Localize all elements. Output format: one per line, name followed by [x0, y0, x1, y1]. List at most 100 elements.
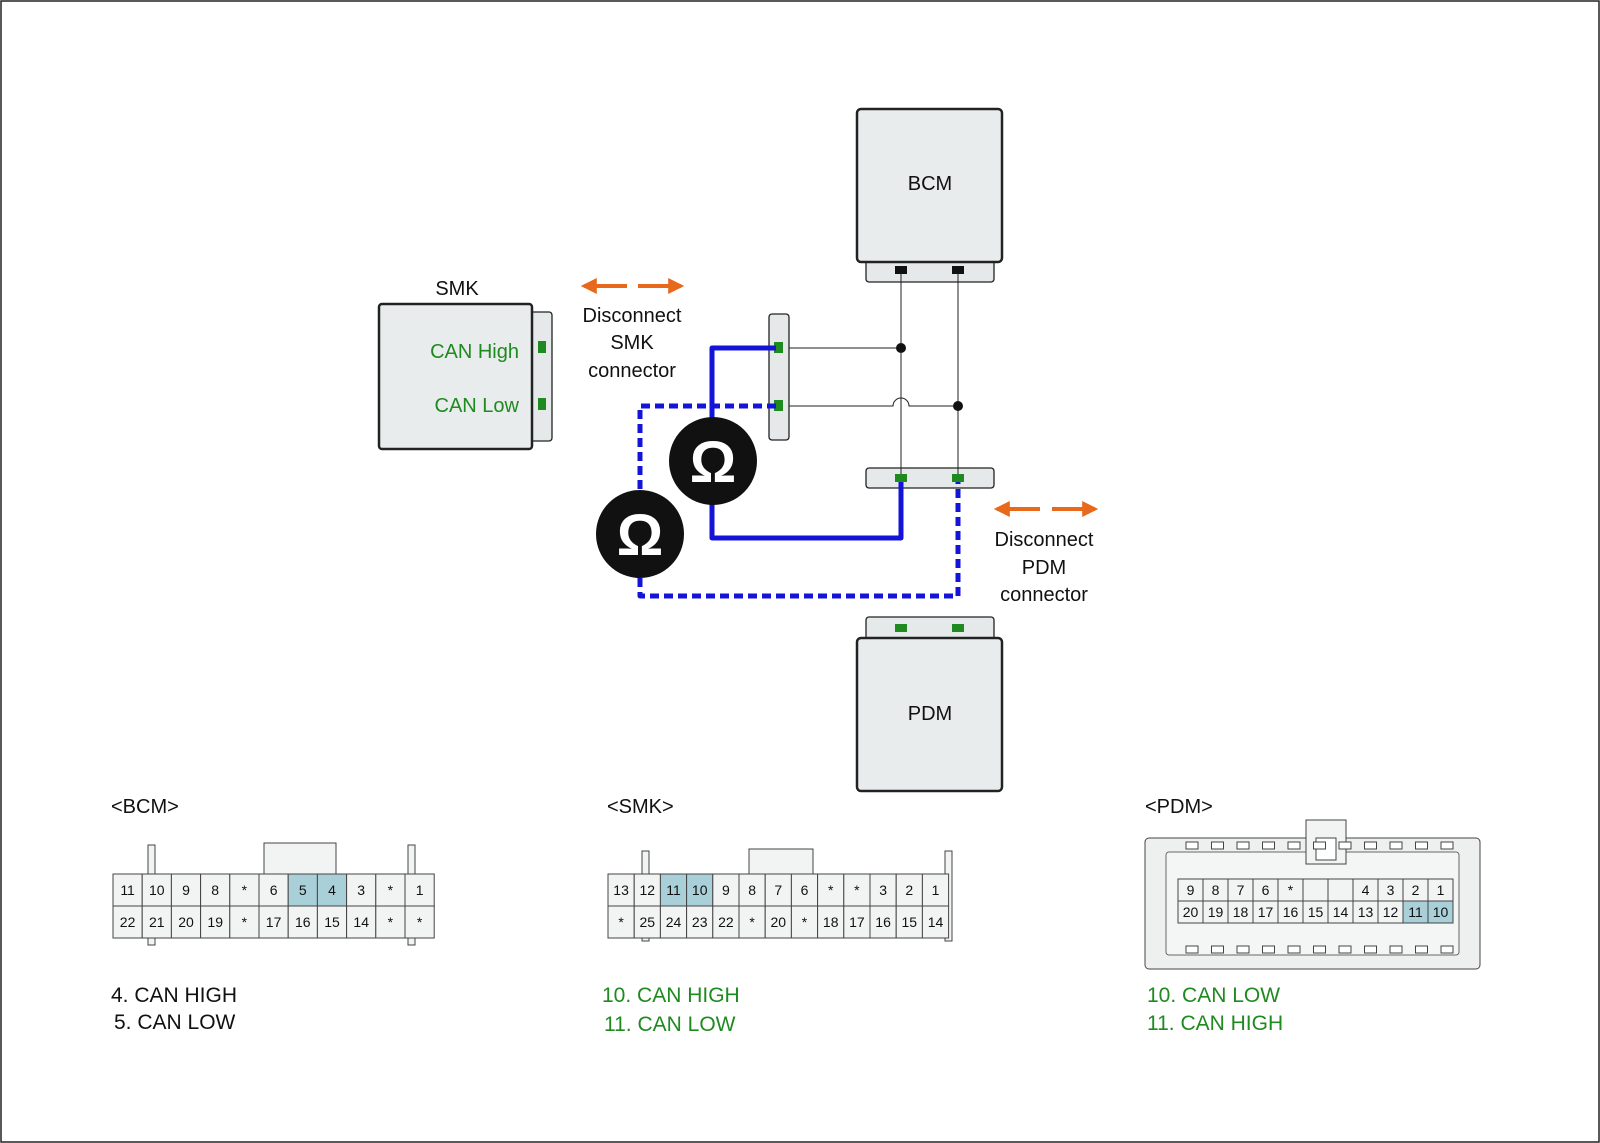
pdm-housing-rib: [1185, 841, 1199, 850]
pdm-housing-rib: [1262, 945, 1275, 954]
pdm-housing-rib: [1287, 945, 1301, 954]
meter-lead-can-high: [709, 345, 904, 541]
bcm-latch: [263, 842, 337, 876]
smk-connector-title: <SMK>: [607, 796, 674, 818]
pdm-pin-number: 6: [1262, 882, 1270, 898]
smk-pin-number: 17: [849, 914, 865, 930]
pdm-housing-rib: [1236, 945, 1250, 954]
pdm-housing-rib: [1236, 841, 1250, 850]
smk-pin-number: 1: [932, 882, 940, 898]
pdm-pin-number: 15: [1308, 904, 1324, 920]
bcm-pin-cell: [170, 905, 202, 939]
bcm-pin-cell: [200, 905, 231, 939]
ohm-meter-icon: [596, 490, 684, 578]
smk-pin-cell: [843, 905, 871, 939]
smk-pin-cell: [738, 905, 766, 939]
smk-pin-number: 23: [692, 914, 708, 930]
disconnect-pdm-line-3: connector: [1000, 584, 1088, 606]
disconnect-smk-line-2: SMK: [610, 332, 654, 354]
smk-pin-number: 12: [640, 882, 656, 898]
pdm-pin-number: 3: [1387, 882, 1395, 898]
pdm-housing-rib: [1415, 841, 1428, 850]
smk-pin-number: 9: [722, 882, 730, 898]
bcm-pin-number: *: [242, 914, 248, 930]
bcm-pin-number: 15: [324, 914, 340, 930]
pdm-module-box: [855, 636, 1004, 793]
smk-pin-cell: [738, 873, 766, 907]
pdm-legend-line-2: 11. CAN HIGH: [1147, 1012, 1283, 1035]
smk-pin-number: *: [802, 914, 808, 930]
pdm-pin-number: 10: [1433, 904, 1449, 920]
pdm-housing-rib: [1211, 945, 1224, 954]
pdm-housing-rib: [1364, 841, 1377, 850]
bcm-pin-number: 20: [178, 914, 194, 930]
pdm-pin-number: 1: [1437, 882, 1445, 898]
pdm-housing-rib: [1262, 841, 1275, 850]
splice-high: [896, 343, 906, 353]
bcm-connector-title: <BCM>: [111, 796, 179, 818]
smk-pin-number: 6: [801, 882, 809, 898]
smk-harness-pin-low: [774, 400, 783, 411]
pdm-pin-number: 7: [1237, 882, 1245, 898]
smk-pin-number: 11: [666, 882, 681, 898]
bcm-pin-number: 9: [182, 882, 190, 898]
smk-pin-cell: [790, 873, 819, 907]
bcm-pin-cell: [229, 905, 260, 939]
smk-pin-number: *: [828, 882, 834, 898]
pdm-housing-rib: [1313, 841, 1326, 850]
smk-pin-number: *: [854, 882, 860, 898]
ohmmeter-can-low: Ω: [596, 490, 684, 578]
pdm-pin-number: 12: [1383, 904, 1399, 920]
bcm-pin-number: 14: [353, 914, 369, 930]
bcm-pin-number: *: [388, 882, 394, 898]
bcm-pin-number: *: [417, 914, 423, 930]
pdm-housing-rib: [1364, 945, 1377, 954]
pdm-pin-cell: [1302, 878, 1329, 902]
smk-pin-number: 22: [718, 914, 734, 930]
pdm-pin-number: *: [1288, 882, 1294, 898]
pdm-pin-number: 11: [1408, 904, 1423, 920]
bcm-pin-number: 5: [299, 882, 307, 898]
bcm-pin-cell: [404, 873, 435, 907]
pdm-pin-number: 18: [1233, 904, 1249, 920]
pdm-pin-number: 8: [1212, 882, 1220, 898]
bcm-module-label: BCM: [908, 173, 952, 195]
pdm-pin-number: 17: [1258, 904, 1274, 920]
smk-pin-number: 25: [640, 914, 656, 930]
pdm-housing-rib: [1338, 841, 1352, 850]
smk-legend-line-1: 10. CAN HIGH: [602, 984, 740, 1007]
bcm-pin-cell: [258, 905, 289, 939]
pdm-harness-pin-2: [952, 474, 964, 482]
smk-pin-cell: [921, 905, 950, 939]
smk-pin-number: 20: [771, 914, 787, 930]
pdm-pin-number: 13: [1358, 904, 1374, 920]
bcm-pin-black-1: [895, 266, 907, 274]
smk-pin-number: 10: [692, 882, 708, 898]
pdm-pin-number: 4: [1362, 882, 1370, 898]
meter-lead-can-low: [637, 403, 961, 599]
smk-module-label: SMK: [435, 278, 479, 300]
smk-pin-number: *: [749, 914, 755, 930]
pdm-module-label: PDM: [908, 703, 952, 725]
bcm-pin-number: 4: [328, 882, 336, 898]
disconnect-pdm-line-2: PDM: [1022, 557, 1066, 579]
disconnect-smk-line-1: Disconnect: [583, 305, 682, 327]
smk-pin-cell: [895, 905, 923, 939]
smk-pin-number: 7: [774, 882, 782, 898]
smk-harness-connector: [768, 313, 790, 441]
smk-pin-can-high: [538, 341, 546, 353]
smk-pin-number: 2: [905, 882, 913, 898]
pdm-pin-number: 16: [1283, 904, 1299, 920]
pdm-pin-number: 20: [1183, 904, 1199, 920]
bcm-pin-cell: [346, 873, 377, 907]
ohmmeter-can-high: Ω: [669, 417, 757, 505]
bcm-connector-shell: [865, 259, 995, 283]
smk-harness-pin-high: [774, 342, 783, 353]
smk-pin-number: 15: [902, 914, 918, 930]
bcm-pin-cell: [375, 905, 406, 939]
pdm-housing-rib: [1415, 945, 1428, 954]
